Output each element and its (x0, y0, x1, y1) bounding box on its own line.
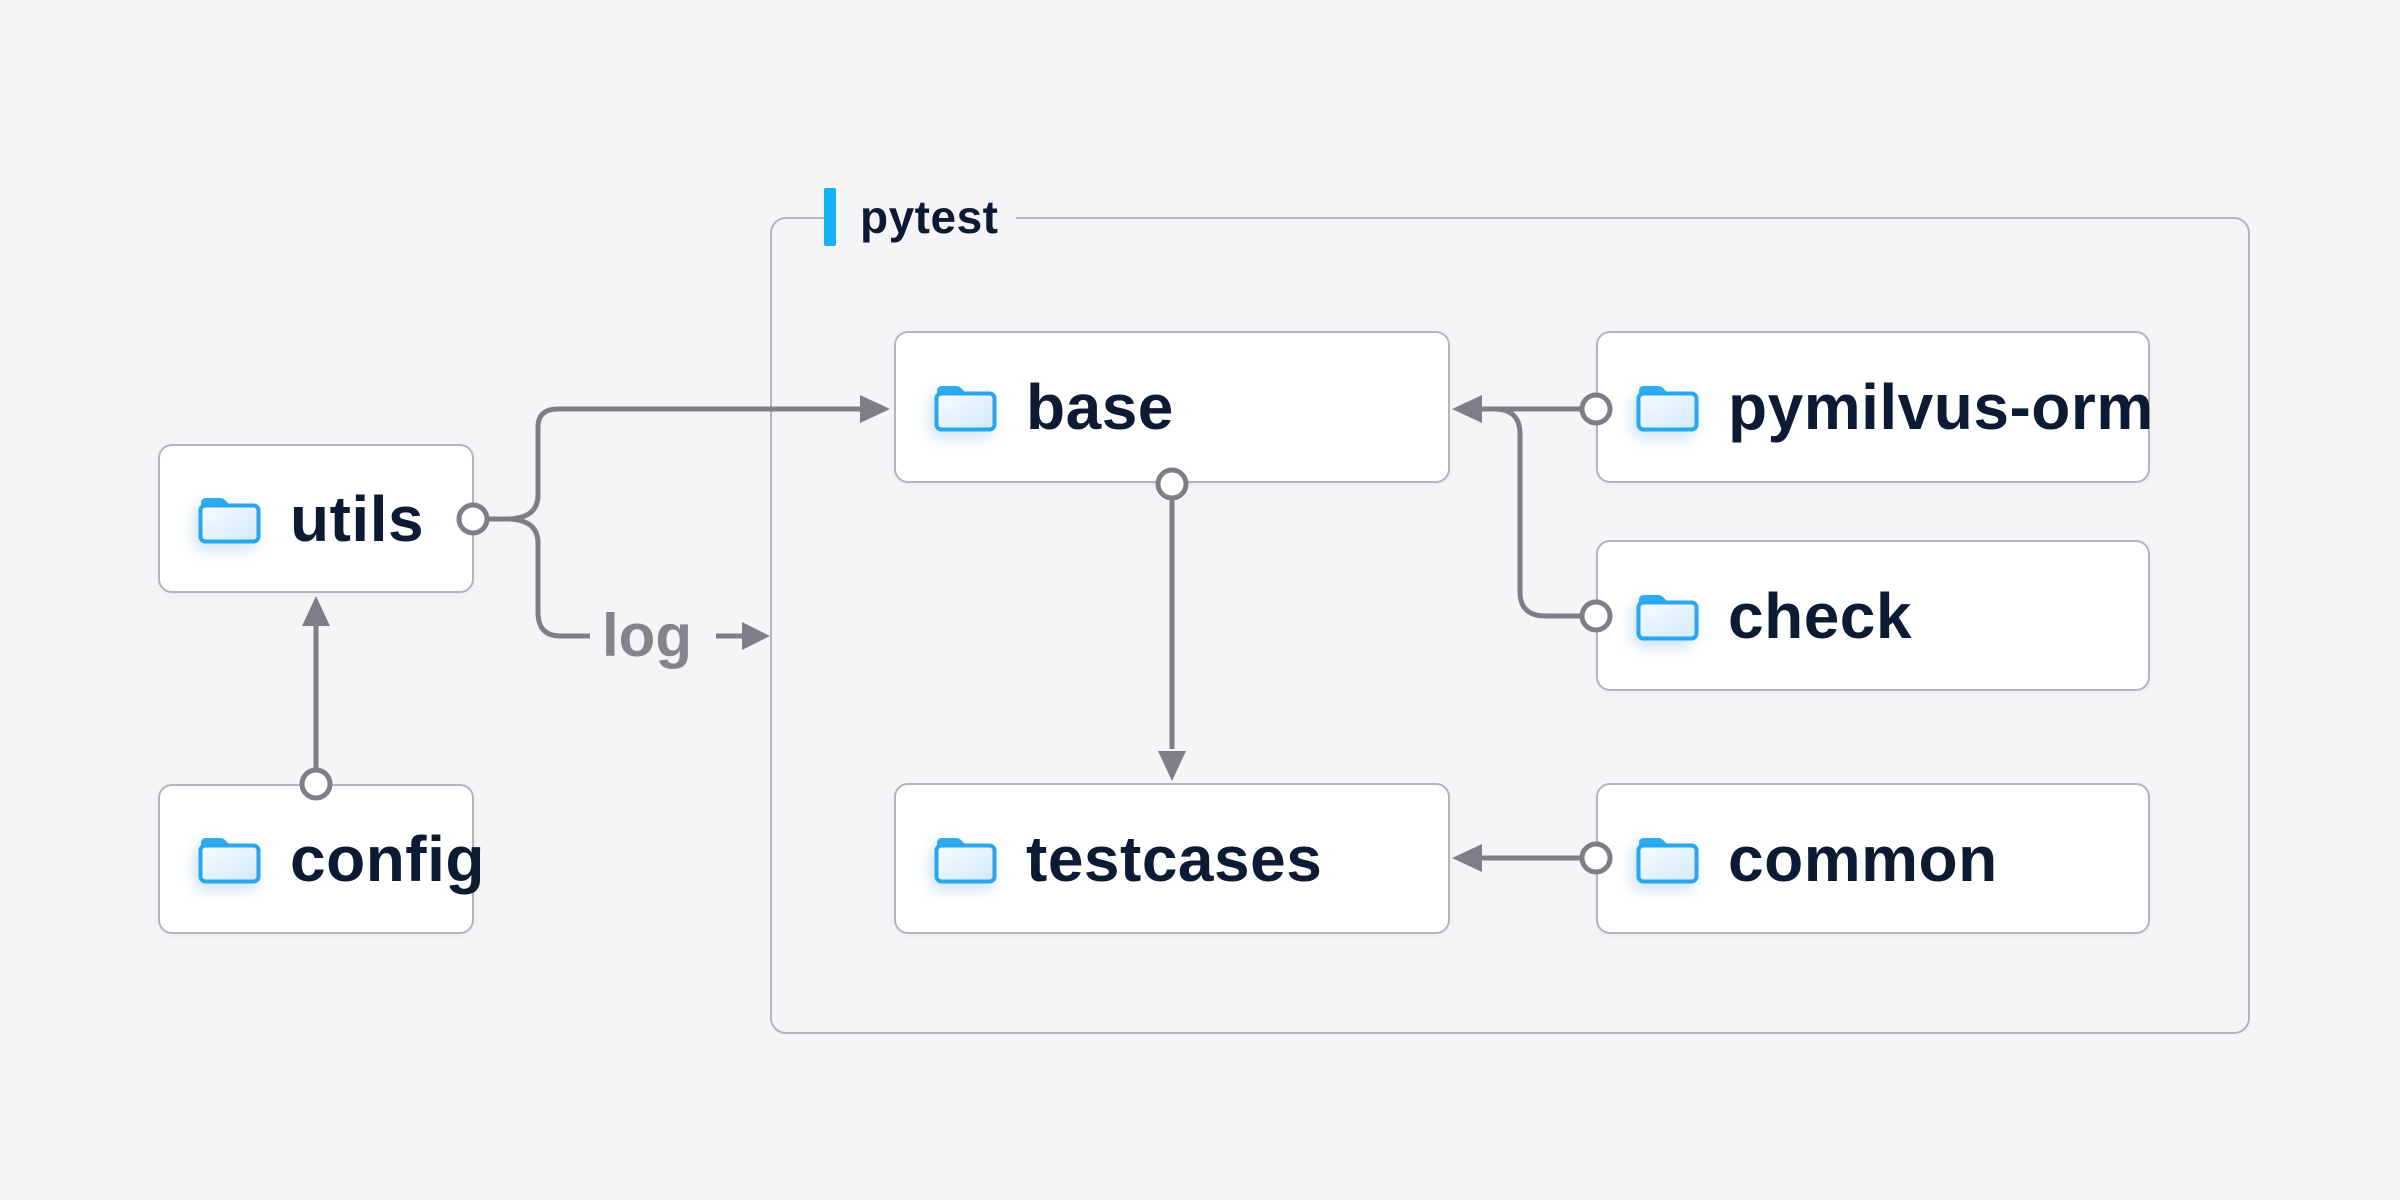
node-base: base (894, 331, 1450, 483)
node-label: base (1026, 371, 1174, 443)
accent-bar-icon (824, 188, 836, 246)
node-label: testcases (1026, 822, 1323, 895)
node-config: config (158, 784, 484, 934)
folder-icon (932, 381, 998, 433)
pytest-group-label: pytest (824, 188, 1017, 246)
node-label: common (1728, 822, 1998, 895)
node-label: utils (290, 482, 425, 555)
arrowhead-right-icon (742, 622, 770, 650)
folder-icon (1634, 590, 1700, 642)
folder-icon (932, 833, 998, 885)
node-common: common (1596, 783, 2150, 934)
node-pymilvus-orm: pymilvus-orm (1596, 331, 2153, 483)
folder-icon (1634, 833, 1700, 885)
folder-icon (196, 493, 262, 545)
node-check: check (1596, 540, 2150, 691)
node-label: check (1728, 579, 1912, 652)
node-label: pymilvus-orm (1728, 371, 2154, 443)
group-title: pytest (860, 191, 999, 243)
log-edge-label: log (602, 602, 692, 669)
node-testcases: testcases (894, 783, 1450, 934)
pytest-group-container (770, 217, 2250, 1034)
node-label: config (290, 823, 485, 895)
folder-icon (1634, 381, 1700, 433)
arrowhead-up-icon (302, 596, 330, 626)
folder-icon (196, 833, 262, 885)
node-utils: utils (158, 444, 474, 593)
edge-utils-log (505, 516, 590, 639)
